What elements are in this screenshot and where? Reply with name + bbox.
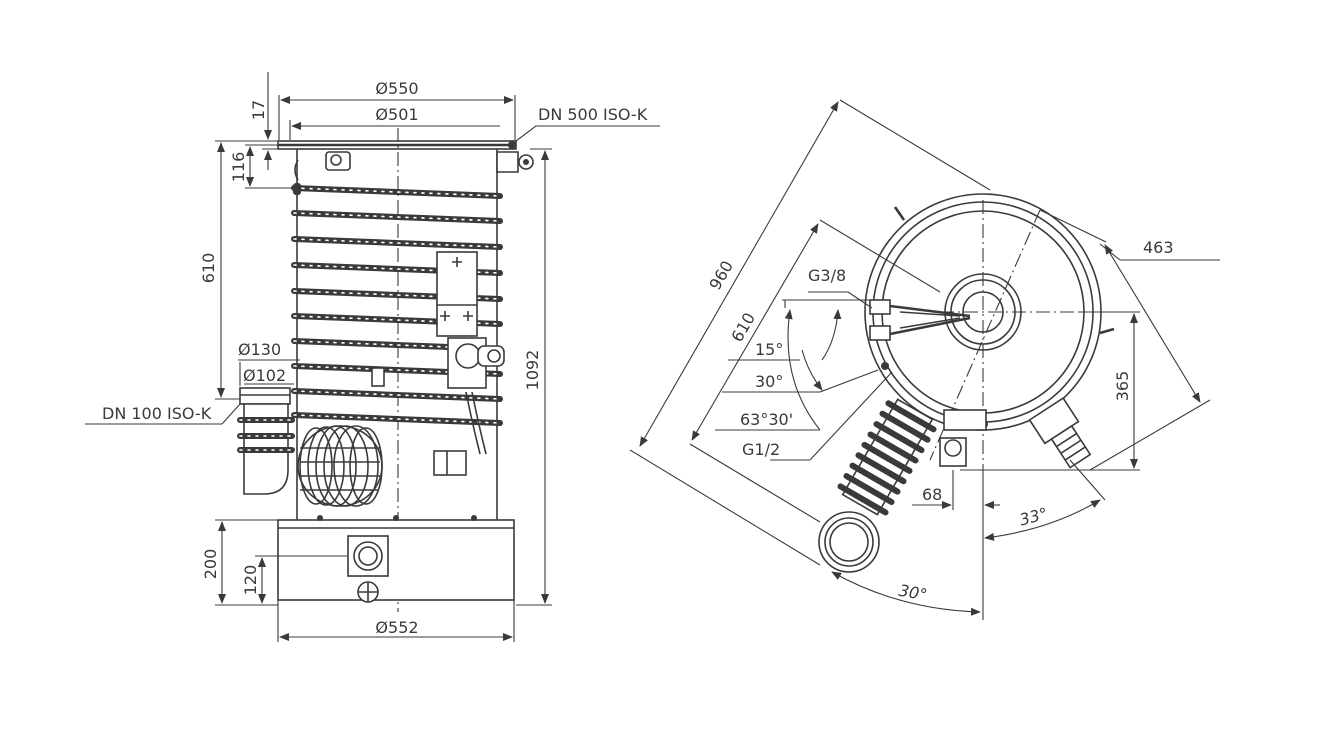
dim-d501: Ø501 [375,105,418,124]
dim-d130: Ø130 [238,340,281,359]
dim-610: 610 [199,253,218,284]
dim-116: 116 [229,152,248,183]
label-dn500: DN 500 ISO-K [538,105,648,124]
dim-30deg-bottom: 30° [897,581,928,605]
side-inlet [237,387,383,507]
dim-463: 463 [1143,238,1174,257]
dim-120: 120 [241,565,260,596]
dim-33deg: 33° [1017,504,1049,530]
dim-365: 365 [1113,371,1132,402]
dim-d550: Ø550 [375,79,418,98]
dim-30deg: 30° [755,372,783,391]
top-view: 960 610 G3/8 15° 30° 63°30' G1/2 463 365… [629,99,1220,620]
label-g38: G3/8 [808,266,846,285]
dim-960: 960 [705,257,737,293]
dim-d102: Ø102 [243,366,286,385]
dim-1092: 1092 [523,350,542,391]
dim-68: 68 [922,485,942,504]
dim-17: 17 [249,100,268,120]
dim-15deg: 15° [755,340,783,359]
dim-d552: Ø552 [375,618,418,637]
front-view: Ø550 Ø501 DN 500 ISO-K 17 116 610 1092 Ø… [85,72,660,642]
label-dn100: DN 100 ISO-K [102,404,212,423]
inlet-bellows [818,398,937,573]
dim-63deg30: 63°30' [740,410,793,429]
dim-200: 200 [201,549,220,580]
label-g12: G1/2 [742,440,780,459]
